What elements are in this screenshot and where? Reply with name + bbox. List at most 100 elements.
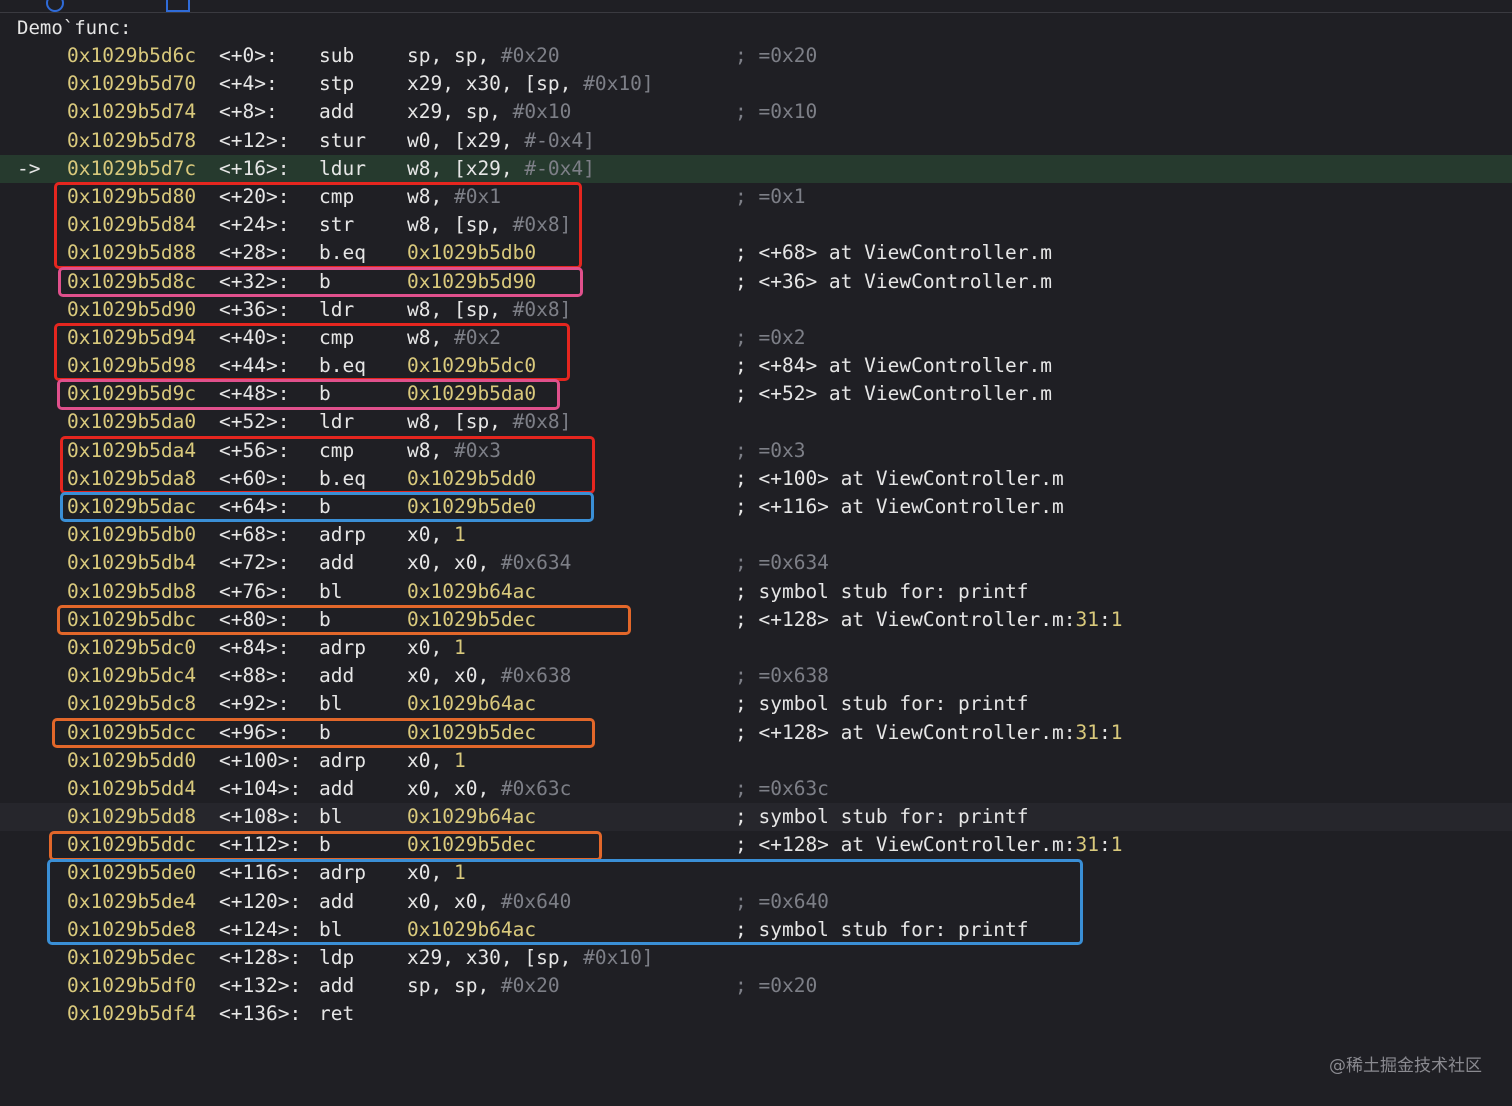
instruction-mnemonic: str	[319, 213, 355, 237]
comment-token: :	[1098, 607, 1111, 631]
instruction-mnemonic: b.eq	[319, 241, 366, 265]
instruction-operands: x0, x0, #0x640	[407, 888, 571, 916]
instruction-operands: w8, [sp, #0x8]	[407, 296, 571, 324]
instruction-address: 0x1029b5de0	[67, 861, 197, 885]
instruction-mnemonic: bl	[319, 579, 343, 603]
instruction-operands: 0x1029b5da0	[407, 380, 536, 408]
comment-token: ; <+128> at ViewController.m:	[735, 720, 1076, 744]
instruction-comment: ; <+84> at ViewController.m	[735, 352, 1052, 380]
function-label: Demo`func:	[17, 17, 132, 39]
operand-token: 0x1029b64ac	[407, 692, 537, 716]
operand-token: x0, x0,	[407, 551, 501, 575]
breakpoint-toggle-icon[interactable]	[46, 0, 64, 12]
instruction-operands: x0, 1	[407, 521, 466, 549]
comment-token: :	[1098, 720, 1111, 744]
highlight-box-blue	[60, 492, 594, 523]
instruction-operands: w8, #0x1	[407, 183, 501, 211]
comment-token: 1	[1110, 720, 1123, 744]
instruction-offset: <+24>:	[219, 213, 290, 237]
instruction-offset: <+76>:	[219, 579, 290, 603]
operand-token: x29, x30, [sp,	[407, 72, 584, 96]
instruction-row[interactable]: 0x1029b5df4<+136>:ret	[0, 1000, 1512, 1028]
watermark: @稀土掘金技术社区	[1329, 1056, 1482, 1076]
instruction-operands: 0x1029b5d90	[407, 268, 536, 296]
instruction-mnemonic: b	[319, 495, 331, 518]
operand-token: #0x20	[500, 974, 560, 998]
instruction-offset: <+12>:	[219, 128, 290, 152]
operand-token: x0,	[407, 635, 454, 659]
comment-token: 31	[1075, 720, 1099, 744]
comment-token: ; symbol stub for: printf	[735, 805, 1029, 829]
highlight-box-pink	[58, 266, 583, 297]
operand-token: #0x10	[512, 100, 572, 124]
instruction-comment: ; =0x20	[735, 972, 817, 1000]
comment-token: ; <+68> at ViewController.m	[735, 241, 1052, 265]
comment-token: ; <+84> at ViewController.m	[735, 354, 1052, 378]
instruction-address: 0x1029b5de8	[67, 917, 197, 941]
operand-token: w8, [sp,	[407, 213, 513, 237]
operand-token: x0,	[407, 861, 454, 885]
instruction-offset: <+92>:	[219, 692, 290, 716]
operand-token: 0x1029b64ac	[407, 579, 537, 603]
operand-token: 0x1029b5dc0	[407, 354, 537, 378]
instruction-operands: 0x1029b5dec	[407, 606, 536, 634]
instruction-address: 0x1029b5d74	[67, 100, 197, 124]
instruction-mnemonic: bl	[319, 692, 343, 716]
operand-token: 0x1029b5dec	[407, 833, 537, 857]
instruction-operands: 0x1029b64ac	[407, 690, 536, 718]
comment-token: 1	[1110, 833, 1123, 857]
instruction-comment: ; symbol stub for: printf	[735, 916, 1029, 944]
instruction-offset: <+132>:	[219, 974, 302, 998]
comment-token: ; =0x638	[735, 664, 829, 688]
instruction-offset: <+128>:	[219, 946, 302, 969]
current-instruction-arrow: ->	[17, 156, 41, 180]
view-toggle-icon[interactable]	[166, 0, 190, 12]
instruction-comment: ; <+68> at ViewController.m	[735, 239, 1052, 267]
instruction-offset: <+84>:	[219, 635, 290, 659]
operand-token: #0x8]	[512, 297, 572, 321]
instruction-mnemonic: cmp	[319, 325, 355, 349]
operand-token: 0x1029b64ac	[407, 917, 537, 941]
operand-token: #0x20	[500, 44, 560, 67]
operand-token: #0x10	[583, 72, 642, 96]
instruction-operands: 0x1029b5de0	[407, 493, 536, 521]
operand-token: x0, x0,	[407, 664, 501, 688]
instruction-mnemonic: add	[319, 974, 355, 998]
instruction-address: 0x1029b5dcc	[67, 720, 197, 744]
